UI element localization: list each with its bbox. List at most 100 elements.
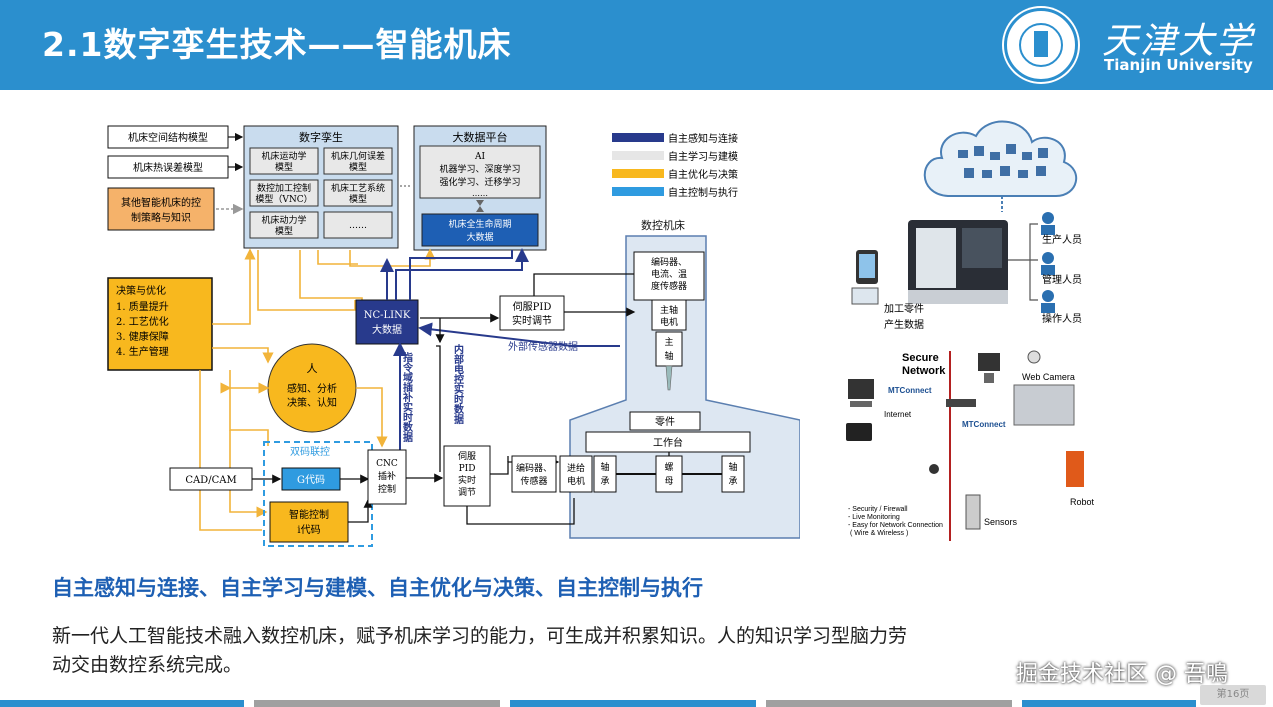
svg-text:机床几何误差: 机床几何误差 [331,150,385,162]
laptop-icon [851,287,879,305]
role-manager: 管理人员 [1042,273,1082,286]
model-label-thermal: 机床热误差模型 [133,161,203,174]
footer-bar-3 [510,700,756,707]
nut-box [655,455,683,493]
svg-text:……: …… [349,221,367,231]
svg-text:实时: 实时 [458,474,476,486]
svg-text:电机: 电机 [660,316,678,328]
svg-text:模型: 模型 [349,194,367,205]
page-number: 第16页 [1200,685,1266,705]
part-box [629,411,701,431]
capability-subheading: 自主感知与连接、自主学习与建模、自主优化与决策、自主控制与执行 [52,576,703,600]
robot-label: Robot [1070,497,1095,507]
footer-bar-4 [766,700,1012,707]
svg-text:PID: PID [459,464,476,474]
network-illustration: Secure Network Internet Web Camera MTCon… [846,350,1095,541]
robot-arm-icon [1066,451,1084,487]
svg-text:2. 工艺优化: 2. 工艺优化 [116,315,169,328]
footer-bar-2 [254,700,500,707]
internal-vertical-label: 内部电控实时数据 [452,343,464,425]
svg-text:决策、认知: 决策、认知 [287,396,337,409]
legend-swatch-3 [612,187,664,196]
slide-title: 2.1数字孪生技术——智能机床 [42,25,512,64]
person-manager-icon [1041,252,1055,275]
other-strategy-box [107,187,215,231]
sensor-device-icon [965,494,981,530]
worktable-box [585,431,751,453]
icode-box [269,501,349,543]
cnc-machine-photo [1013,384,1075,426]
dual-code-label: 双码联控 [290,445,330,458]
svg-text:i代码: i代码 [297,524,320,536]
nclink-box [355,299,419,345]
person-operator-icon [1041,290,1055,313]
svg-text:人: 人 [307,362,318,375]
svg-text:实时调节: 实时调节 [512,314,552,327]
web-camera-label: Web Camera [1022,372,1075,382]
svg-text:螺: 螺 [664,462,673,473]
svg-text:AI: AI [474,152,485,162]
svg-text:指令域插补实时数据: 指令域插补实时数据 [401,351,414,443]
internet-label: Internet [884,410,912,419]
svg-text:伺服: 伺服 [458,450,476,462]
instruction-vertical-label: 指令域插补实时数据 [401,351,414,443]
footer-bar-5 [1022,700,1196,707]
svg-text:机床工艺系统: 机床工艺系统 [331,182,385,194]
svg-text:工作台: 工作台 [653,436,683,449]
feature-1: - Security / Firewall [848,506,908,513]
svg-text:度传感器: 度传感器 [651,280,687,292]
role-operator: 操作人员 [1042,312,1082,325]
svg-text:机床运动学: 机床运动学 [261,150,306,162]
svg-text:自主感知与连接: 自主感知与连接 [668,132,738,145]
data-label-1: 加工零件 [884,303,924,315]
lifecycle-box [421,213,539,247]
svg-text:自主学习与建模: 自主学习与建模 [668,150,738,163]
svg-text:轴: 轴 [664,350,673,362]
tool-bit-icon [665,365,673,391]
spindle-box [655,331,683,367]
svg-text:承: 承 [600,476,609,487]
logo-english: Tianjin University [1104,56,1253,74]
legend-swatch-1 [612,151,664,160]
legend: 自主感知与连接 自主学习与建模 自主优化与决策 自主控制与执行 [612,132,738,199]
svg-text:……: …… [472,189,488,198]
svg-text:伺服PID: 伺服PID [513,300,552,313]
svg-text:母: 母 [664,476,673,487]
svg-text:感知、分析: 感知、分析 [287,382,337,395]
svg-text:主: 主 [664,336,673,348]
feed-motor-box [559,455,593,493]
feature-4: ( Wire & Wireless ) [850,530,908,537]
svg-text:轴: 轴 [728,461,737,473]
servo-pid-top-box [499,295,565,331]
encoder-sensor-box [511,455,557,493]
svg-text:决策与优化: 决策与优化 [116,284,166,297]
svg-text:电流、温: 电流、温 [651,268,687,280]
svg-text:模型: 模型 [275,226,293,237]
svg-text:模型: 模型 [275,162,293,173]
svg-text:智能控制: 智能控制 [289,508,329,521]
svg-text:NC-LINK: NC-LINK [364,310,411,321]
encoder-temp-box [633,251,705,301]
svg-text:传感器: 传感器 [520,475,547,487]
header-band: 2.1数字孪生技术——智能机床 天津大学 Tianjin University [0,0,1273,90]
secure-network-line2: Network [902,365,946,377]
other-strategy-line2: 制策略与知识 [131,211,191,224]
feature-3: - Easy for Network Connection [848,522,943,529]
svg-text:模型（VNC）: 模型（VNC） [255,194,312,205]
svg-text:自主优化与决策: 自主优化与决策 [668,168,738,181]
svg-text:编码器、: 编码器、 [516,462,552,474]
svg-text:零件: 零件 [655,416,675,428]
description-line-1: 新一代人工智能技术融入数控机床，赋予机床学习的能力，可生成并积累知识。人的知识学… [52,625,908,647]
svg-text:1. 质量提升: 1. 质量提升 [116,301,169,313]
svg-text:轴: 轴 [600,461,609,473]
svg-text:3. 健康保障: 3. 健康保障 [116,330,169,343]
svg-text:编码器、: 编码器、 [651,256,687,268]
description-paragraph: 新一代人工智能技术融入数控机床，赋予机床学习的能力，可生成并积累知识。人的知识学… [52,622,1162,680]
svg-text:CNC: CNC [376,459,398,469]
svg-text:电机: 电机 [567,475,585,487]
monitor-pc-icon [978,353,1000,383]
footer-bar-1 [0,700,244,707]
svg-text:机床全生命周期: 机床全生命周期 [448,218,511,230]
svg-text:承: 承 [728,476,737,487]
